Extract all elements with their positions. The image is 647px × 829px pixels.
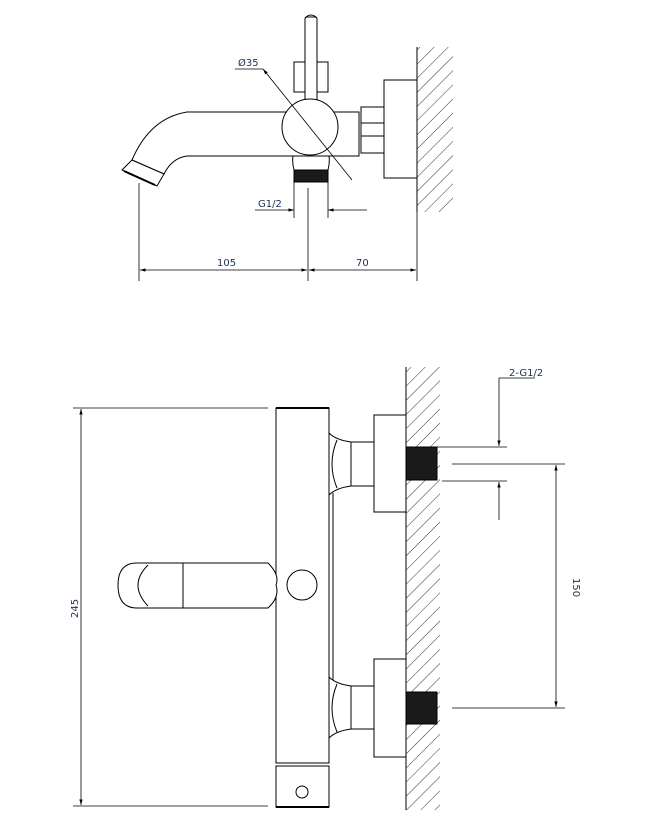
cap-hole [295,785,309,799]
diameter-label: Ø35 [238,57,259,69]
outlet-thread [293,169,329,183]
wall-top [416,47,453,212]
dimension-thread: G1/2 [255,182,367,218]
inlet-label: 2-G1/2 [509,368,543,379]
wall-front [405,367,440,810]
dimension-height: 245 [70,407,268,807]
lever [293,14,329,103]
dim-wall-label: 70 [356,258,369,269]
dim-height-label: 245 [70,599,81,618]
diverter-knob [286,569,318,601]
wall-flange [383,79,418,179]
dim-centers-label: 150 [570,578,581,597]
dimension-inlet: 2-G1/2 [437,368,543,520]
lower-inlet [322,658,438,758]
mixer-body [275,407,330,808]
thread-label: G1/2 [258,199,282,210]
collar [360,106,385,154]
dimension-horizontal: 105 70 [138,183,418,281]
upper-inlet [322,414,438,513]
dimension-centers: 150 [452,463,581,709]
dim-spout-label: 105 [217,258,236,269]
dimension-diameter: Ø35 [235,57,353,181]
top-view: Ø35 G1/2 105 70 [121,14,453,281]
front-view: 2-G1/2 150 245 [70,367,581,810]
spout-front [117,562,278,609]
